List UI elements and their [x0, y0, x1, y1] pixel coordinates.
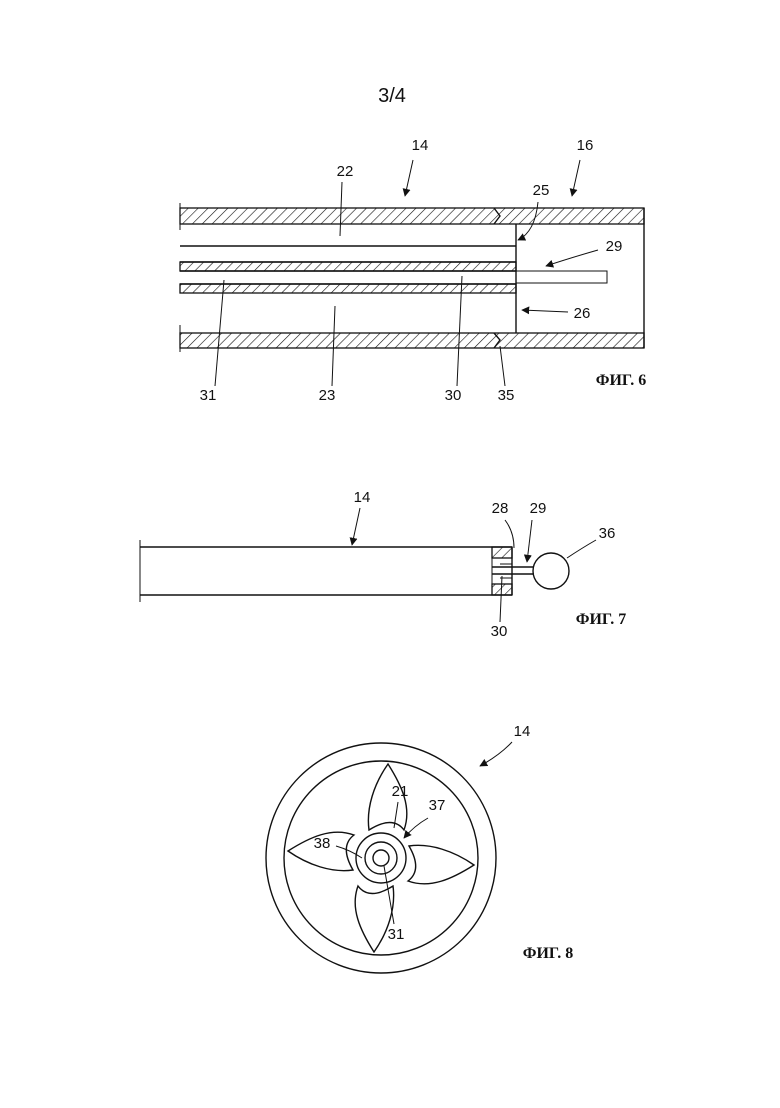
label-30: 30	[491, 623, 508, 640]
rod-29	[516, 271, 607, 283]
hub-outer	[356, 833, 406, 883]
hub-core-31	[373, 850, 389, 866]
vane	[408, 845, 474, 883]
figure-8-caption: ФИГ. 8	[523, 945, 574, 962]
label-29: 29	[530, 500, 547, 517]
label-31: 31	[200, 387, 217, 404]
label-14: 14	[514, 723, 531, 740]
page-number: 3/4	[378, 85, 406, 107]
figure-7-caption: ФИГ. 7	[576, 611, 627, 628]
figure-8: 14 21 37 38 31 ФИГ. 8	[266, 723, 573, 973]
ball-36	[533, 553, 569, 589]
label-38: 38	[314, 835, 331, 852]
hub-ring	[365, 842, 397, 874]
label-28: 28	[492, 500, 509, 517]
label-29: 29	[606, 238, 623, 255]
end-cap-top	[492, 547, 512, 558]
tube-bottom-wall	[180, 333, 644, 348]
label-37: 37	[429, 797, 446, 814]
outer-ring-inner	[284, 761, 478, 955]
lower-hatched-strip	[180, 284, 516, 293]
label-30: 30	[445, 387, 462, 404]
swirl-vanes	[288, 764, 474, 952]
label-22: 22	[337, 163, 354, 180]
label-35: 35	[498, 387, 515, 404]
label-21: 21	[392, 783, 409, 800]
label-31: 31	[388, 926, 405, 943]
figure-6-caption: ФИГ. 6	[596, 372, 647, 389]
label-25: 25	[533, 182, 550, 199]
label-26: 26	[574, 305, 591, 322]
figure-6: 14 16 22 25 29 26 23 31 30 35 ФИГ. 6	[180, 137, 646, 404]
figure-7: 14 28 29 36 30 ФИГ. 7	[140, 489, 626, 640]
label-23: 23	[319, 387, 336, 404]
label-14: 14	[354, 489, 371, 506]
upper-hatched-strip	[180, 262, 516, 271]
label-36: 36	[599, 525, 616, 542]
label-16: 16	[577, 137, 594, 154]
tube-top-wall	[180, 208, 644, 224]
label-14: 14	[412, 137, 429, 154]
